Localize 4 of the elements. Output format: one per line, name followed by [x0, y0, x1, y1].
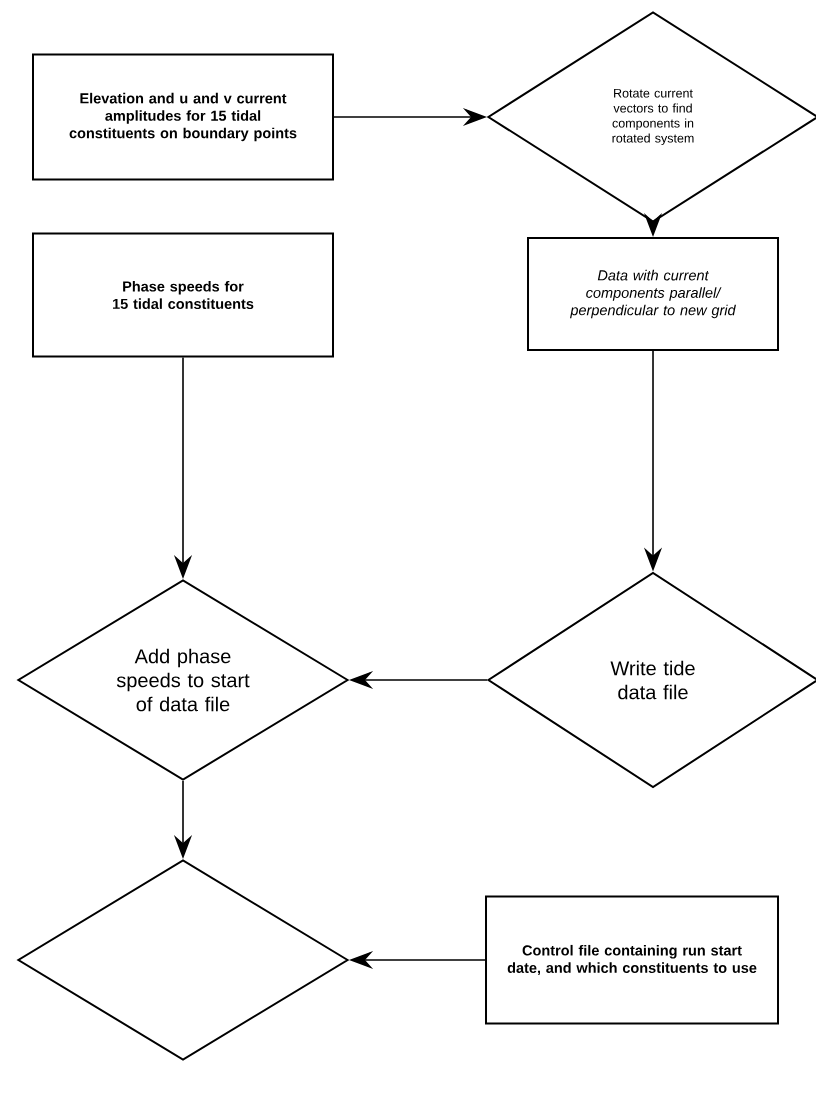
- process-box: Data with current components parallel/ perpendicular to new grid: [527, 237, 779, 351]
- process-box: Control file containing run start date, and which constituents to use: [485, 895, 779, 1025]
- process-box: Phase speeds for 15 tidal constituents: [32, 232, 334, 358]
- process-box: Elevation and u and v current amplitudes for 15 tidal constituents on boundary points: [32, 53, 334, 181]
